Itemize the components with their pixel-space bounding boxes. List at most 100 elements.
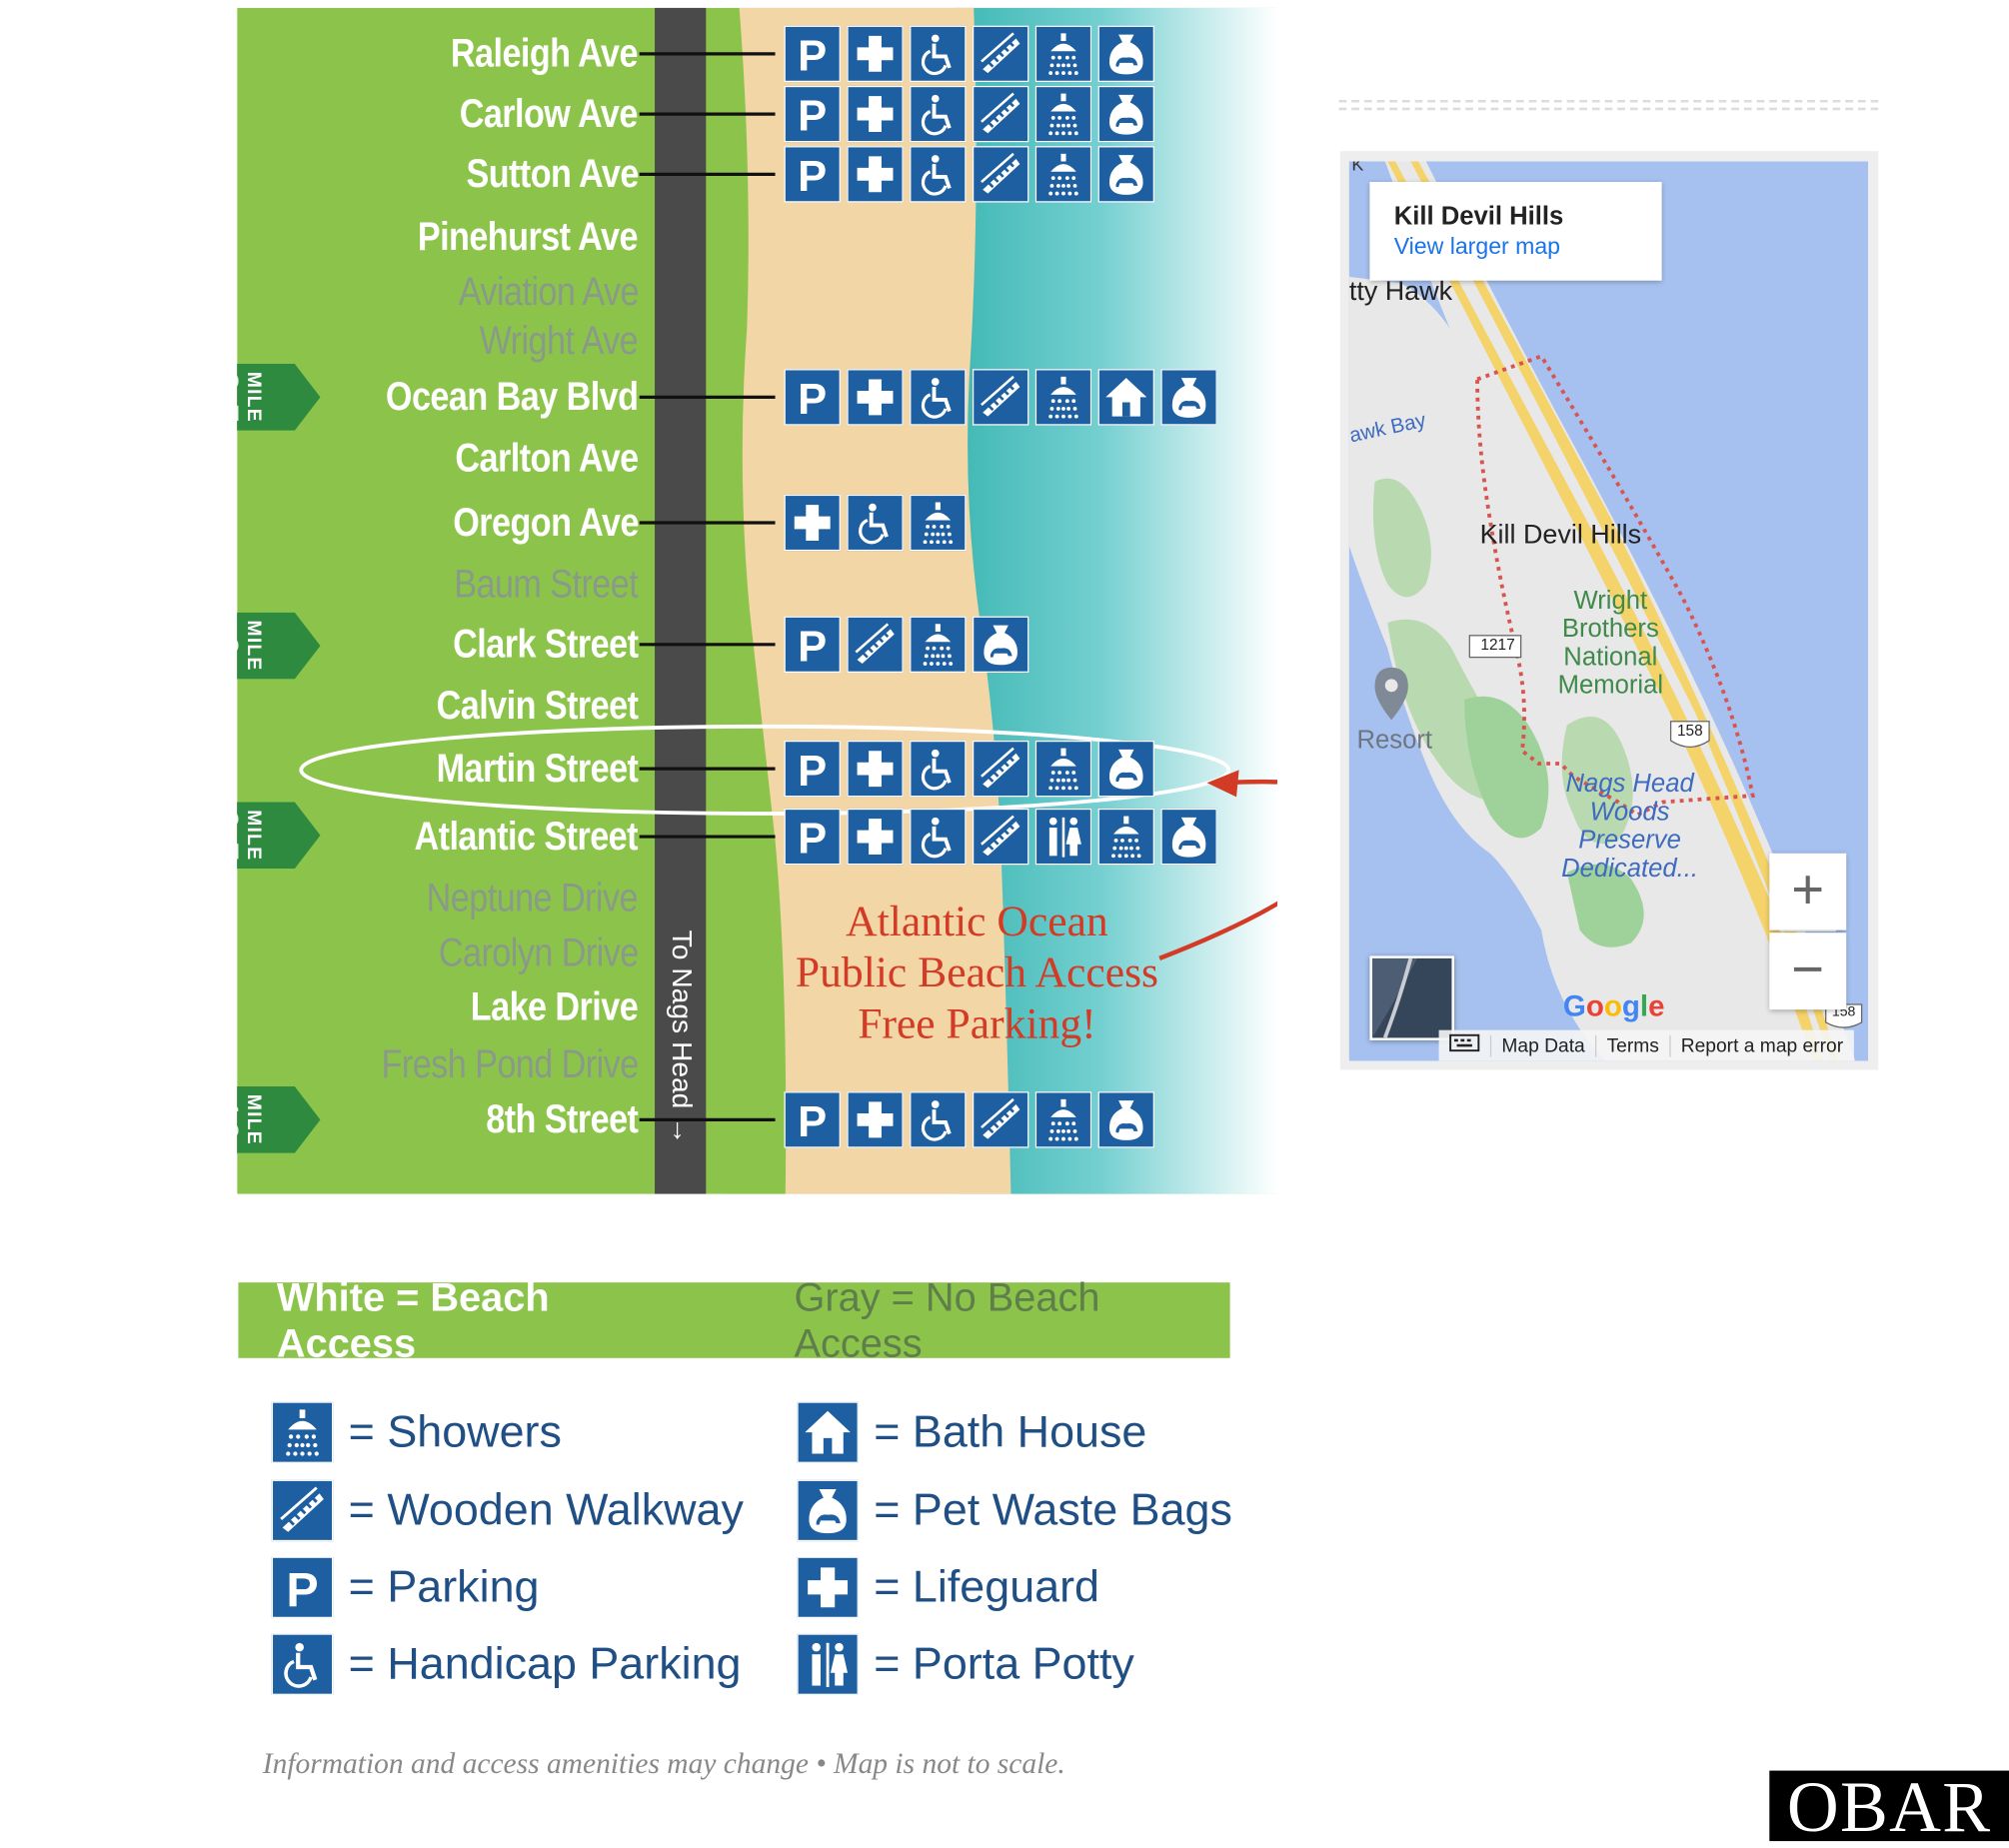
svg-text:P: P — [798, 623, 827, 667]
mile-marker-number: 9.5 — [237, 809, 245, 863]
mile-marker-shape — [237, 802, 321, 870]
porta-potty-icon — [797, 1633, 859, 1695]
mile-marker-shape — [237, 1086, 321, 1153]
lifeguard-icon — [847, 25, 904, 83]
legend-item-label: = Parking — [348, 1561, 540, 1612]
dune-edge — [724, 7, 787, 1194]
pet-waste-bags-icon — [1097, 25, 1154, 83]
handicap-parking-icon — [910, 25, 967, 83]
street-label: Carlow Ave — [460, 91, 639, 136]
island-land — [1348, 276, 1811, 1061]
svg-text:P: P — [798, 153, 827, 197]
amenity-row: P — [784, 1091, 1154, 1148]
disclaimer: Information and access amenities may cha… — [262, 1747, 1065, 1780]
amenity-row: P — [784, 616, 1029, 673]
svg-text:P: P — [798, 376, 827, 420]
map-data-link[interactable]: Map Data — [1489, 1034, 1595, 1056]
pet-waste-bags-icon — [1160, 808, 1217, 866]
legend-item: = Handicap Parking — [271, 1633, 742, 1695]
keyboard-shortcuts-icon[interactable] — [1439, 1033, 1490, 1056]
legend-item: = Pet Waste Bags — [797, 1479, 1232, 1542]
showers-icon — [1034, 369, 1092, 426]
handicap-parking-icon — [910, 1091, 967, 1148]
mile-marker-number: 9 — [237, 635, 245, 656]
legend-item: = Lifeguard — [797, 1556, 1100, 1619]
legend-item: = Porta Potty — [797, 1633, 1134, 1695]
pet-waste-bags-icon — [1097, 1091, 1154, 1148]
town-boundary — [1475, 354, 1755, 818]
zoom-out-button[interactable]: − — [1769, 932, 1847, 1010]
legend-item-label: = Bath House — [874, 1406, 1147, 1457]
sand-area — [739, 7, 1011, 1194]
lifeguard-icon — [797, 1556, 859, 1619]
street-label: Atlantic Street — [414, 814, 639, 859]
showers-icon — [1034, 85, 1092, 143]
map-label-route-158: 158 — [1676, 721, 1703, 740]
map-viewport[interactable]: K tty Hawk awk Bay Kill Devil Hills Wrig… — [1348, 161, 1869, 1061]
terms-link[interactable]: Terms — [1595, 1034, 1669, 1056]
resort-pin-icon — [1374, 667, 1408, 721]
road — [655, 7, 707, 1194]
parking-icon: P — [784, 25, 841, 83]
woods-park — [1566, 864, 1644, 947]
strip-background — [237, 7, 1278, 1194]
lifeguard-icon — [847, 808, 904, 866]
google-logo: Google — [1562, 988, 1665, 1022]
map-info-card: Kill Devil Hills View larger map — [1369, 182, 1662, 281]
marsh-1 — [1372, 478, 1431, 598]
bath-house-icon — [1097, 369, 1154, 426]
mile-marker-label: MILE — [242, 620, 265, 672]
satellite-thumbnail-icon — [1371, 957, 1452, 1038]
amenity-row: P — [784, 369, 1217, 426]
satellite-toggle-button[interactable] — [1369, 955, 1454, 1040]
mile-marker-label: MILE — [242, 1093, 265, 1145]
lifeguard-icon — [847, 1091, 904, 1148]
dashed-divider — [1338, 99, 1879, 111]
annotation-arrowhead — [1206, 770, 1239, 798]
street-label: Martin Street — [436, 746, 639, 791]
legend-item: P = Parking — [271, 1556, 540, 1619]
map-label-kill-devil-hills: Kill Devil Hills — [1479, 520, 1642, 550]
handicap-parking-icon — [271, 1633, 334, 1695]
map-label-memorial: Wright Brothers National Memorial — [1557, 587, 1664, 700]
bath-house-icon — [797, 1401, 859, 1463]
handicap-parking-icon — [847, 494, 904, 552]
ocean-area — [955, 7, 1278, 1194]
street-label: Aviation Ave — [458, 269, 639, 315]
zoom-separator — [1779, 929, 1836, 931]
parking-icon: P — [784, 85, 841, 143]
report-map-error-link[interactable]: Report a map error — [1669, 1034, 1853, 1056]
map-footer: Map Data Terms Report a map error — [1438, 1029, 1854, 1061]
wooden-walkway-icon — [972, 85, 1029, 143]
legend-item-label: = Lifeguard — [874, 1561, 1100, 1612]
highlight-ellipse — [299, 724, 1231, 816]
pet-waste-bags-icon — [1097, 85, 1154, 143]
street-label: Clark Street — [453, 621, 639, 667]
showers-icon — [1097, 808, 1154, 866]
street-label: Lake Drive — [471, 983, 639, 1029]
google-map-embed[interactable]: K tty Hawk awk Bay Kill Devil Hills Wrig… — [1339, 151, 1879, 1070]
handicap-parking-icon — [910, 740, 967, 798]
amenity-row: P — [784, 740, 1154, 798]
street-label: Raleigh Ave — [451, 30, 639, 76]
mile-marker-number: 10 — [237, 1097, 245, 1141]
pet-waste-bags-icon — [1097, 146, 1154, 203]
wooden-walkway-icon — [972, 1091, 1029, 1148]
zoom-in-button[interactable]: + — [1769, 853, 1847, 930]
mile-marker-shape — [237, 612, 321, 680]
amenity-row: P — [784, 85, 1154, 143]
street-label: Calvin Street — [436, 683, 639, 729]
wooden-walkway-icon — [972, 146, 1029, 203]
wooden-walkway-icon — [972, 25, 1029, 83]
showers-icon — [1034, 1091, 1092, 1148]
legend-item-label: = Pet Waste Bags — [874, 1484, 1232, 1535]
annotation-line-2: Public Beach Access — [795, 948, 1158, 997]
legend-gray-label: Gray = No Beach Access — [794, 1273, 1100, 1365]
view-larger-map-link[interactable]: View larger map — [1393, 233, 1561, 259]
svg-text:P: P — [286, 1563, 318, 1613]
showers-icon — [1034, 25, 1092, 83]
pet-waste-bags-icon — [797, 1479, 859, 1542]
